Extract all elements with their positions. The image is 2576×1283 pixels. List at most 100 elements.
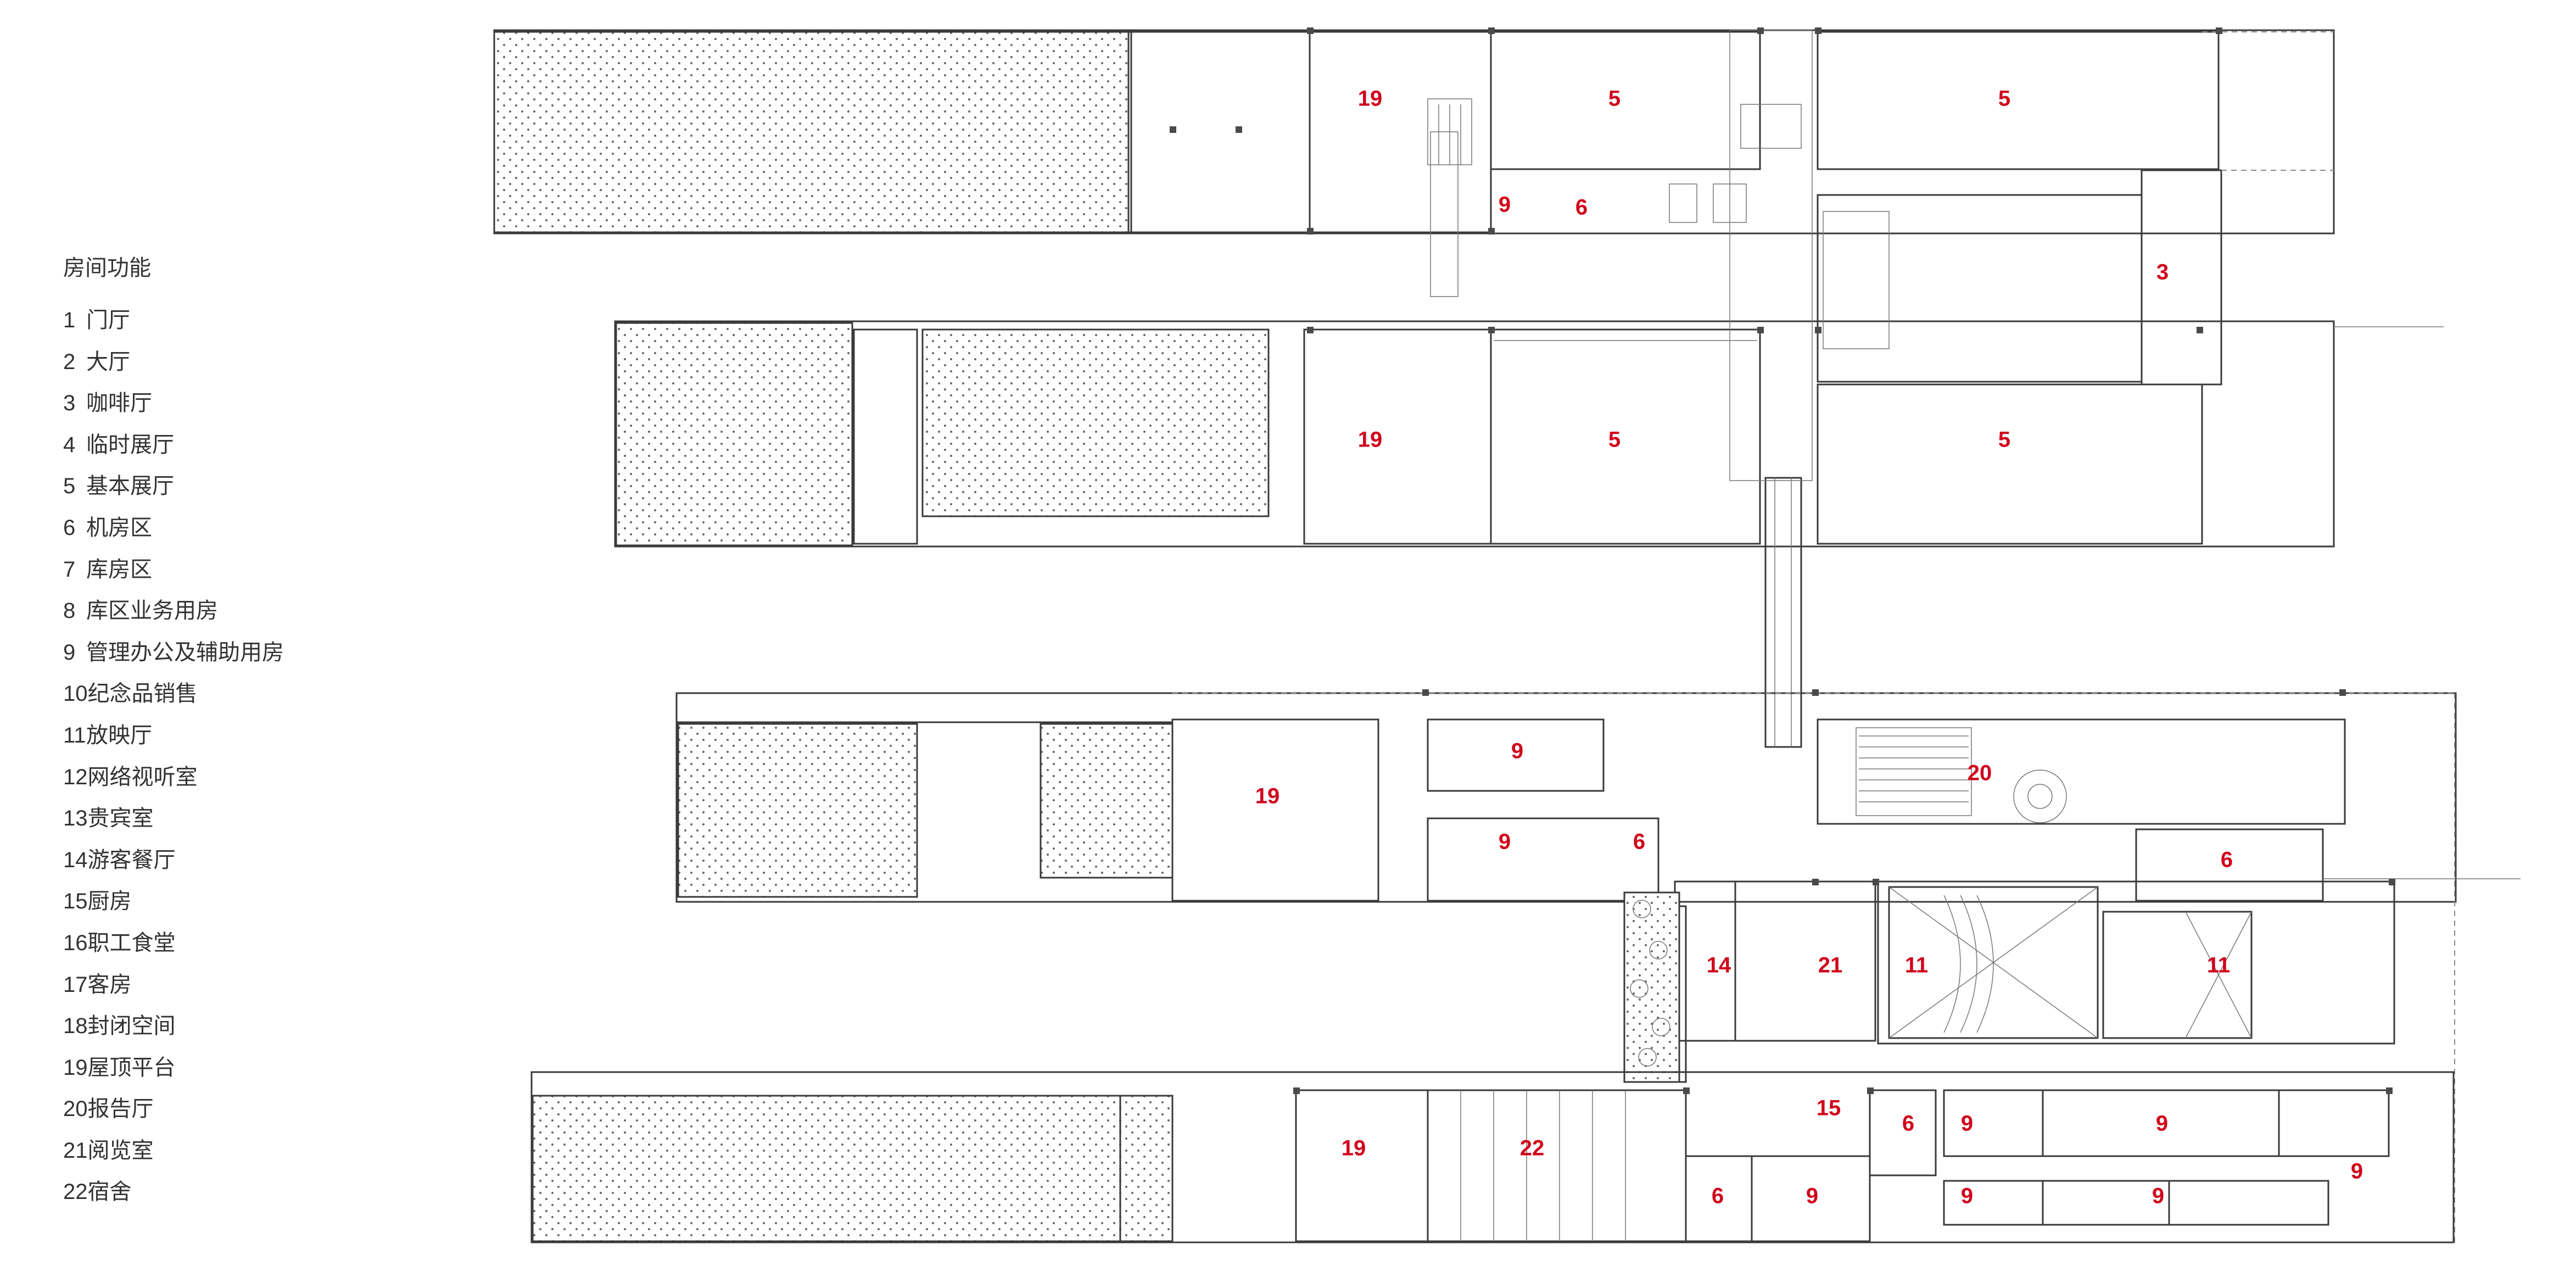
roof-terrace-hatched (921, 328, 1270, 517)
legend-item-number: 13 (63, 806, 88, 831)
legend-item-number: 14 (63, 847, 88, 872)
room-label: 9 (1499, 830, 1511, 854)
legend-item: 15厨房 (63, 890, 284, 932)
room-label: 19 (1358, 87, 1383, 111)
legend-item: 14游客餐厅 (63, 849, 284, 891)
courtyard-garden (1623, 891, 1680, 1083)
structural-columns (1170, 27, 2395, 1094)
legend-item-number: 15 (63, 889, 88, 914)
room-label: 6 (1575, 196, 1588, 220)
legend-item-number: 19 (63, 1055, 88, 1080)
legend-item: 1 门厅 (63, 309, 284, 351)
legend-item-label: 管理办公及辅助用房 (86, 640, 284, 665)
legend-item: 10纪念品销售 (63, 683, 284, 724)
room-label: 6 (1633, 830, 1645, 854)
south-lower-block (530, 1071, 2455, 1243)
room-label: 9 (2152, 1184, 2164, 1208)
room-label: 9 (2351, 1159, 2363, 1184)
legend-item-label: 大厅 (86, 349, 130, 374)
legend-item-number: 20 (63, 1097, 88, 1122)
south-upper-block (675, 692, 2521, 903)
legend-item-label: 封闭空间 (87, 1014, 176, 1039)
legend-item: 6 机房区 (63, 517, 284, 559)
legend-item: 17客房 (63, 974, 284, 1016)
room-label: 5 (1608, 87, 1621, 111)
room-label: 21 (1818, 953, 1843, 978)
room-label: 22 (1520, 1136, 1545, 1161)
legend-item-label: 宿舍 (87, 1180, 132, 1204)
room-label: 6 (2221, 848, 2233, 872)
roof-terrace-hatched (532, 1095, 1121, 1242)
room-label: 11 (1905, 953, 1928, 978)
north-upper-wing (493, 29, 2335, 235)
legend-item-label: 网络视听室 (87, 765, 198, 789)
legend-item-label: 机房区 (86, 515, 152, 540)
legend-item: 13贵宾室 (63, 807, 284, 849)
room-label: 11 (2207, 953, 2230, 978)
room-label: 9 (1806, 1184, 1818, 1208)
legend-item-label: 基本展厅 (86, 474, 174, 499)
legend-item: 2 大厅 (63, 351, 284, 393)
room-label: 9 (1961, 1184, 1973, 1208)
room-label: 9 (1511, 739, 1523, 763)
room-label: 9 (1961, 1112, 1973, 1136)
legend-item-label: 纪念品销售 (87, 682, 198, 706)
legend-item: 11放映厅 (63, 724, 284, 766)
room-label: 5 (1998, 428, 2010, 452)
legend-item-label: 厨房 (87, 889, 132, 914)
legend-item-number: 17 (63, 972, 88, 997)
legend-item-number: 12 (63, 765, 88, 789)
legend-item: 5 基本展厅 (63, 475, 284, 517)
legend-item-number: 18 (63, 1014, 88, 1039)
legend-item-number: 6 (63, 515, 76, 540)
room-label: 19 (1255, 784, 1280, 808)
legend-item-label: 客房 (87, 972, 132, 997)
legend-item-label: 库区业务用房 (86, 599, 218, 623)
legend-item: 9 管理办公及辅助用房 (63, 642, 284, 683)
legend-item: 16职工食堂 (63, 932, 284, 974)
north-lower-wing (614, 131, 2444, 548)
legend-item-label: 屋顶平台 (87, 1055, 176, 1080)
legend-item-number: 11 (63, 723, 86, 748)
roof-terrace-hatched (493, 31, 1132, 233)
south-middle-block (1623, 693, 2455, 1242)
legend-item: 12网络视听室 (63, 766, 284, 808)
legend-item-label: 阅览室 (87, 1138, 154, 1163)
legend-item-number: 16 (63, 930, 88, 955)
legend-item: 20报告厅 (63, 1098, 284, 1140)
legend-item-label: 放映厅 (86, 723, 152, 748)
legend-item-number: 2 (63, 349, 76, 374)
legend-item-number: 3 (63, 391, 76, 416)
room-label: 19 (1342, 1136, 1366, 1161)
legend-item-number: 22 (63, 1180, 88, 1204)
legend-item-label: 咖啡厅 (86, 391, 152, 416)
legend-item-number: 1 (63, 308, 76, 332)
legend-item-number: 4 (63, 432, 76, 457)
room-label: 3 (2156, 260, 2169, 285)
room-label: 6 (1902, 1112, 1914, 1136)
legend-item: 22宿舍 (63, 1181, 284, 1223)
legend-item-number: 21 (63, 1138, 88, 1163)
legend-title: 房间功能 (63, 256, 151, 280)
legend-item-number: 5 (63, 474, 76, 499)
room-label: 6 (1712, 1184, 1724, 1208)
legend-item: 18封闭空间 (63, 1015, 284, 1057)
legend-item-label: 门厅 (86, 308, 130, 332)
legend-item: 3 咖啡厅 (63, 392, 284, 434)
room-label: 20 (1968, 761, 1992, 785)
room-label: 5 (1608, 428, 1621, 452)
room-label: 15 (1817, 1096, 1841, 1120)
room-label: 14 (1707, 953, 1731, 978)
link-bridge (1729, 30, 1813, 748)
legend-item-label: 游客餐厅 (87, 847, 176, 872)
legend-item-label: 贵宾室 (87, 806, 154, 831)
legend-item-number: 9 (63, 640, 76, 665)
legend-item-number: 7 (63, 557, 76, 582)
room-label: 9 (2156, 1112, 2168, 1136)
roof-terrace-hatched (615, 322, 853, 546)
